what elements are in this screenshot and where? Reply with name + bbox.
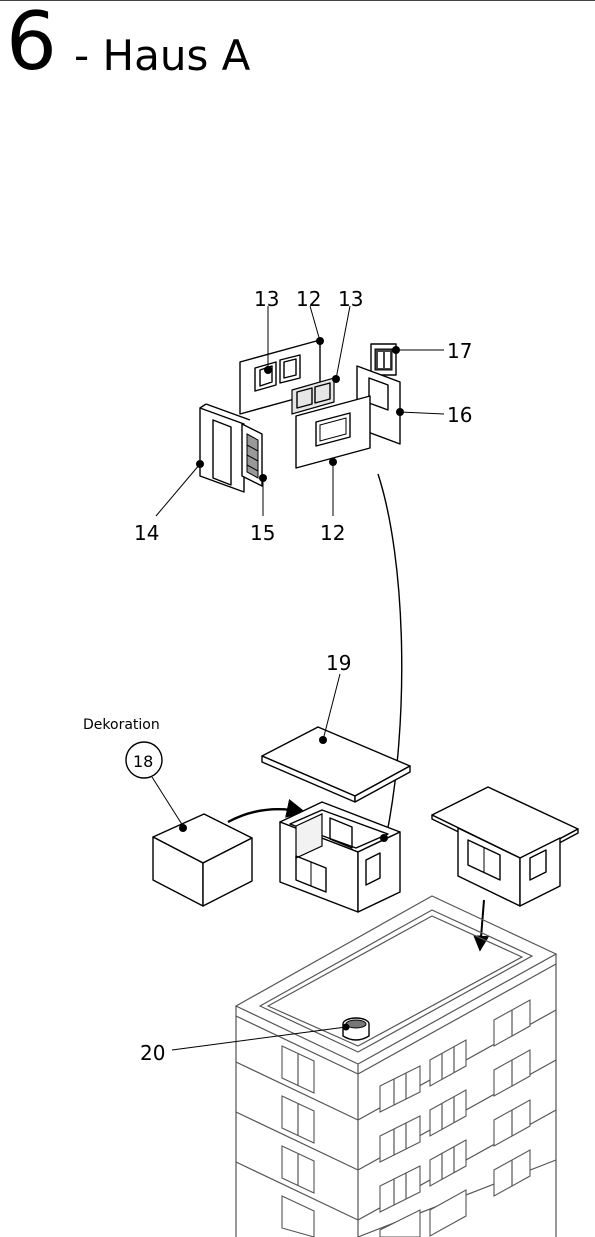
label-20: 20: [140, 1041, 165, 1065]
house-to-roof-arrow: [473, 899, 490, 952]
part-14-door-frame: [196, 403, 251, 493]
decoration-group: Dekoration 18: [83, 717, 253, 907]
label-14: 14: [134, 521, 159, 545]
large-building: [234, 895, 558, 1237]
assembled-house: [431, 786, 579, 907]
part-12-front-wall: [295, 395, 371, 469]
step-title: - Haus A: [74, 31, 251, 80]
leader-lines: [155, 305, 445, 517]
decoration-to-house-arrow: [227, 798, 306, 824]
decoration-label: Dekoration: [83, 717, 160, 733]
wall-parts-group: [196, 337, 404, 493]
part-19-roof-plate: [261, 673, 411, 803]
label-12a: 12: [296, 287, 321, 311]
label-19: 19: [326, 651, 351, 675]
label-12b: 12: [320, 521, 345, 545]
part-20-roof-vent: [342, 1017, 370, 1041]
top-rule: [0, 0, 595, 1]
part-13-window-frame: [291, 375, 340, 415]
label-13a: 13: [254, 287, 279, 311]
part-17-small-window: [370, 343, 400, 376]
label-16: 16: [447, 403, 472, 427]
open-house-box: [279, 801, 401, 913]
label-18: 18: [133, 752, 153, 771]
label-18-circle: [125, 741, 163, 779]
label-13b: 13: [338, 287, 363, 311]
step-number: 6: [6, 0, 57, 88]
walls-to-box-arrow: [377, 473, 403, 840]
part-15-door: [241, 423, 267, 487]
label-15: 15: [250, 521, 275, 545]
label-17: 17: [447, 339, 472, 363]
